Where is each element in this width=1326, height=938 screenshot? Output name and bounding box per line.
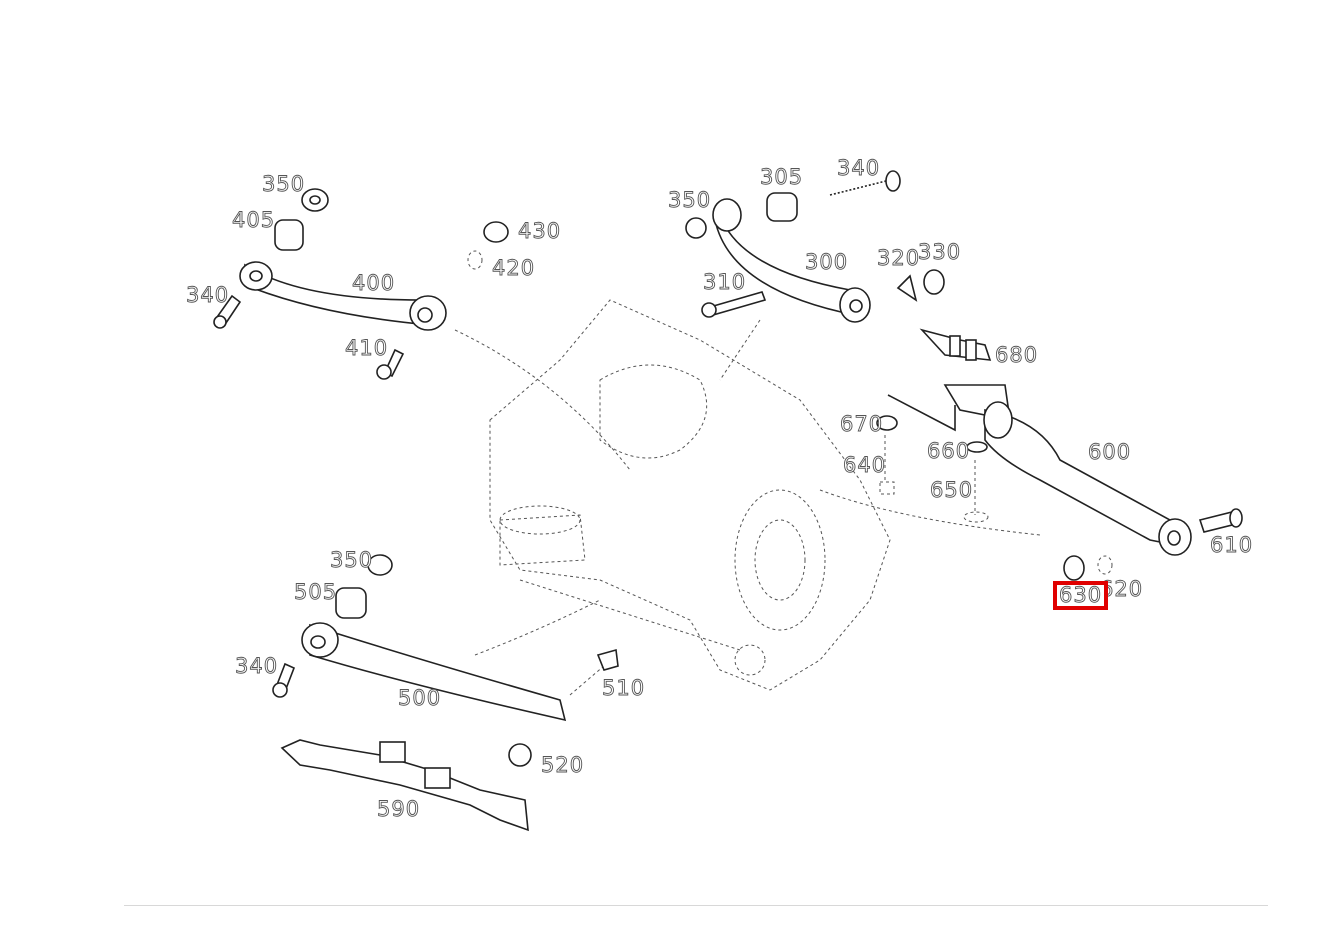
callout-310[interactable]: 310 — [703, 270, 747, 294]
callout-630-highlighted[interactable]: 630 — [1052, 581, 1109, 610]
callout-670[interactable]: 670 — [840, 412, 884, 436]
callout-680[interactable]: 680 — [995, 343, 1039, 367]
callout-600[interactable]: 600 — [1088, 440, 1132, 464]
axle-carrier-outline — [454, 299, 1041, 691]
callout-660[interactable]: 660 — [927, 439, 971, 463]
callout-650[interactable]: 650 — [930, 478, 974, 502]
control-arm-400[interactable] — [239, 261, 447, 331]
callout-350[interactable]: 350 — [262, 172, 306, 196]
callout-340[interactable]: 340 — [837, 156, 881, 180]
small-parts — [213, 170, 1243, 832]
callout-640[interactable]: 640 — [843, 453, 887, 477]
callout-300[interactable]: 300 — [805, 250, 849, 274]
callout-405[interactable]: 405 — [232, 208, 276, 232]
callout-350[interactable]: 350 — [330, 548, 374, 572]
callout-305[interactable]: 305 — [760, 165, 804, 189]
callout-320[interactable]: 320 — [877, 246, 921, 270]
footer-divider — [124, 905, 1268, 906]
callout-420[interactable]: 420 — [492, 256, 536, 280]
callout-610[interactable]: 610 — [1210, 533, 1254, 557]
callout-590[interactable]: 590 — [377, 797, 421, 821]
callout-330[interactable]: 330 — [918, 240, 962, 264]
callout-510[interactable]: 510 — [602, 676, 646, 700]
callout-400[interactable]: 400 — [352, 271, 396, 295]
callout-520[interactable]: 520 — [541, 753, 585, 777]
callout-430[interactable]: 430 — [518, 219, 562, 243]
callout-505[interactable]: 505 — [294, 580, 338, 604]
callout-340[interactable]: 340 — [186, 283, 230, 307]
callout-500[interactable]: 500 — [398, 686, 442, 710]
callout-410[interactable]: 410 — [345, 336, 389, 360]
callout-340[interactable]: 340 — [235, 654, 279, 678]
callout-620[interactable]: 620 — [1100, 577, 1144, 601]
callout-350[interactable]: 350 — [668, 188, 712, 212]
